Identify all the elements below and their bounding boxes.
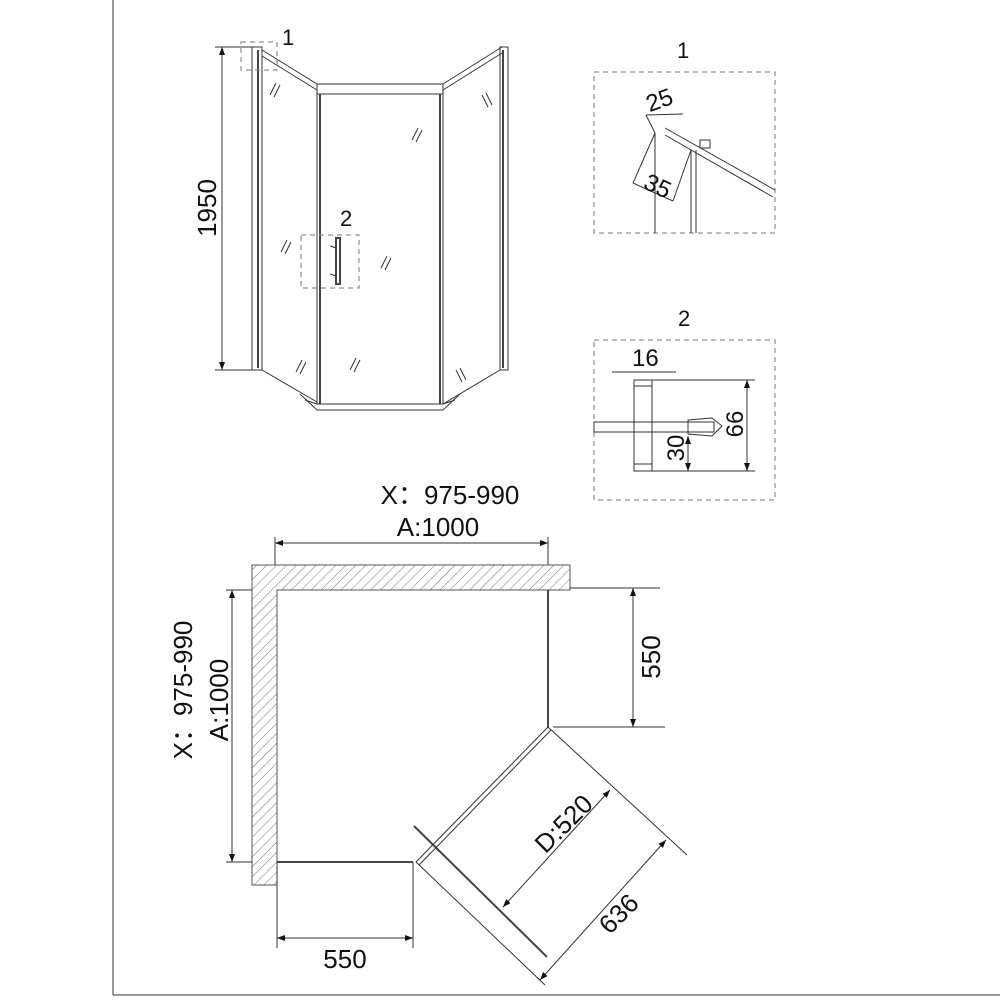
detail-2-title: 2 <box>678 306 690 331</box>
callout-box-1 <box>240 41 278 71</box>
front-elevation: 1950 1 2 <box>192 25 509 411</box>
top-width-label: A:1000 <box>397 512 479 542</box>
detail-1-title: 1 <box>677 38 689 63</box>
door-handle <box>335 237 341 285</box>
floor-plan: X：975-990 A:1000 X：975-990 A:1000 550 55… <box>168 480 688 986</box>
door-width-label: D:520 <box>528 788 598 858</box>
callout-1-label: 1 <box>282 25 294 50</box>
left-width-label: A:1000 <box>204 659 234 741</box>
top-tolerance-label: X：975-990 <box>381 480 520 510</box>
left-tolerance-label: X：975-990 <box>168 621 198 760</box>
detail-2-dim-66: 66 <box>722 411 749 438</box>
diagonal-label: 636 <box>593 888 645 940</box>
page-border <box>112 0 1000 996</box>
detail-1: 1 25 35 <box>593 38 776 234</box>
bottom-side-label: 550 <box>323 944 366 974</box>
height-label: 1950 <box>192 179 222 237</box>
door-leaf <box>413 825 548 958</box>
detail-2-dim-30: 30 <box>663 435 690 462</box>
callout-box-2 <box>300 234 360 289</box>
callout-2-label: 2 <box>340 206 352 231</box>
wall-hatch <box>251 564 571 886</box>
detail-2: 2 16 66 30 <box>593 306 776 501</box>
detail-1-dim-25: 25 <box>642 83 676 118</box>
right-side-label: 550 <box>636 635 666 678</box>
detail-2-dim-16: 16 <box>632 345 659 372</box>
